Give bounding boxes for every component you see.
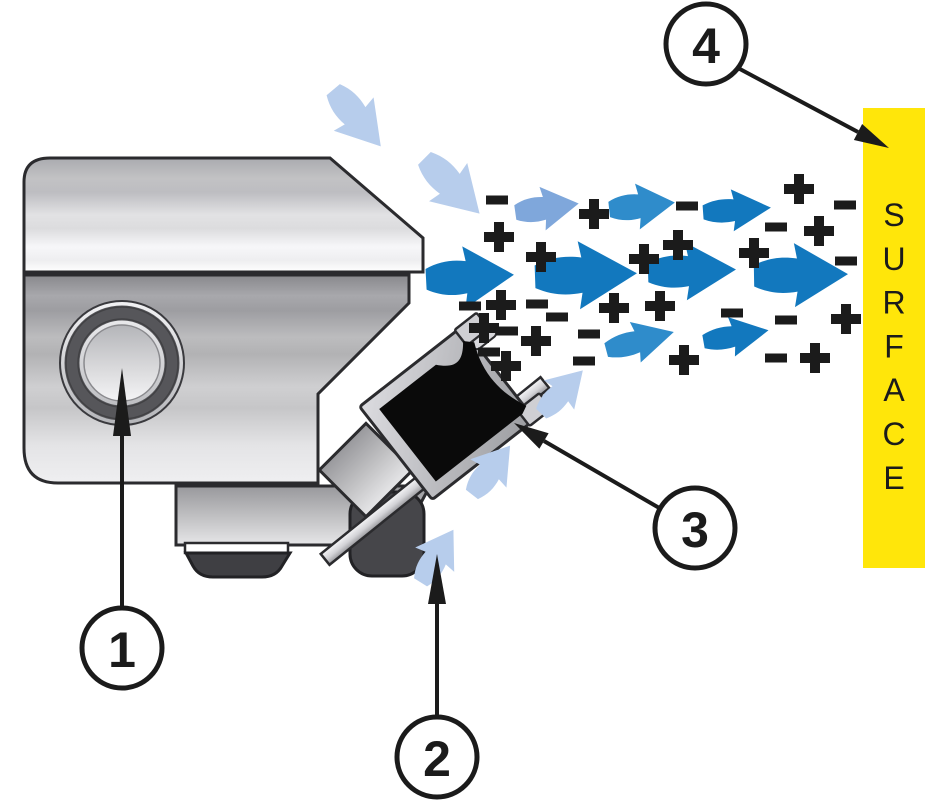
negative-ion-symbol xyxy=(834,200,856,210)
positive-ion-symbol xyxy=(629,244,659,274)
negative-ion-symbol xyxy=(486,195,508,205)
negative-ion-symbol xyxy=(526,299,548,309)
negative-ion-symbol xyxy=(721,308,743,318)
callout-number: 1 xyxy=(108,622,136,678)
callout-2: 2 xyxy=(394,554,480,800)
callout-arrowhead xyxy=(428,554,446,604)
negative-ion-symbol xyxy=(496,326,518,336)
negative-ion-symbol xyxy=(578,329,600,339)
surface-letter: A xyxy=(883,372,905,408)
callout-4: 4 xyxy=(663,1,889,148)
positive-ion-symbol xyxy=(784,174,814,204)
negative-ion-symbol xyxy=(573,356,595,366)
callout-leader-line xyxy=(542,439,663,511)
airflow-arrow xyxy=(533,239,639,311)
callout-number: 4 xyxy=(692,18,720,74)
callout-circle xyxy=(394,714,480,800)
negative-ion-symbol xyxy=(676,201,698,211)
negative-ion-symbol xyxy=(459,301,481,311)
positive-ion-symbol xyxy=(526,242,556,272)
positive-ion-symbol xyxy=(831,304,861,334)
callout-1: 1 xyxy=(79,368,165,691)
surface-letter: S xyxy=(883,197,904,233)
surface-letter: R xyxy=(882,285,905,321)
surface-letter: U xyxy=(882,241,905,277)
airflow-arrow xyxy=(512,181,582,235)
control-knob[interactable] xyxy=(59,300,185,426)
surface-letter: F xyxy=(884,328,904,364)
positive-ion-symbol xyxy=(645,291,675,321)
negative-ion-symbol xyxy=(765,222,787,232)
positive-ion-symbol xyxy=(579,199,609,229)
positive-ion-symbol xyxy=(486,290,516,320)
negative-ion-symbol xyxy=(546,312,568,322)
device-foot-left xyxy=(183,551,293,579)
negative-ion-symbol xyxy=(765,353,787,363)
positive-ion-symbol xyxy=(491,351,521,381)
surface-strip xyxy=(863,108,925,568)
positive-ion-symbol xyxy=(469,313,499,343)
positive-ion-symbol xyxy=(669,345,699,375)
callout-arrowhead xyxy=(514,423,549,449)
callout-arrowhead xyxy=(113,368,131,436)
positive-ion-symbol xyxy=(804,216,834,246)
device-lid xyxy=(22,156,425,274)
callout-circle xyxy=(663,1,749,87)
positive-ion-symbol xyxy=(484,222,514,252)
callout-leader-line xyxy=(737,66,859,134)
callout-circle xyxy=(79,605,165,691)
surface-letter: C xyxy=(882,416,905,452)
ion-symbols-layer xyxy=(459,174,861,381)
positive-ion-symbol xyxy=(599,293,629,323)
airflow-arrow xyxy=(313,72,401,164)
positive-ion-symbol xyxy=(521,326,551,356)
positive-ion-symbol xyxy=(663,230,693,260)
negative-ion-symbol xyxy=(478,347,500,357)
callout-circle xyxy=(652,485,738,571)
negative-ion-symbol xyxy=(835,256,857,266)
callout-arrowhead xyxy=(853,124,889,148)
positive-ion-symbol xyxy=(800,343,830,373)
negative-ion-symbol xyxy=(775,315,797,325)
nozzle-opening xyxy=(379,340,527,482)
positive-ion-symbol xyxy=(739,238,769,268)
callouts-layer: 1 2 3 4 xyxy=(79,1,889,800)
airflow-arrow xyxy=(700,310,772,362)
callout-number: 2 xyxy=(423,731,451,787)
airflow-arrow xyxy=(606,179,678,233)
callout-number: 3 xyxy=(681,502,709,558)
air-gun-device xyxy=(22,156,553,579)
airflow-arrow xyxy=(701,186,773,234)
callout-3: 3 xyxy=(514,423,738,571)
surface-letter: E xyxy=(883,460,904,496)
airflow-arrow xyxy=(405,139,499,233)
